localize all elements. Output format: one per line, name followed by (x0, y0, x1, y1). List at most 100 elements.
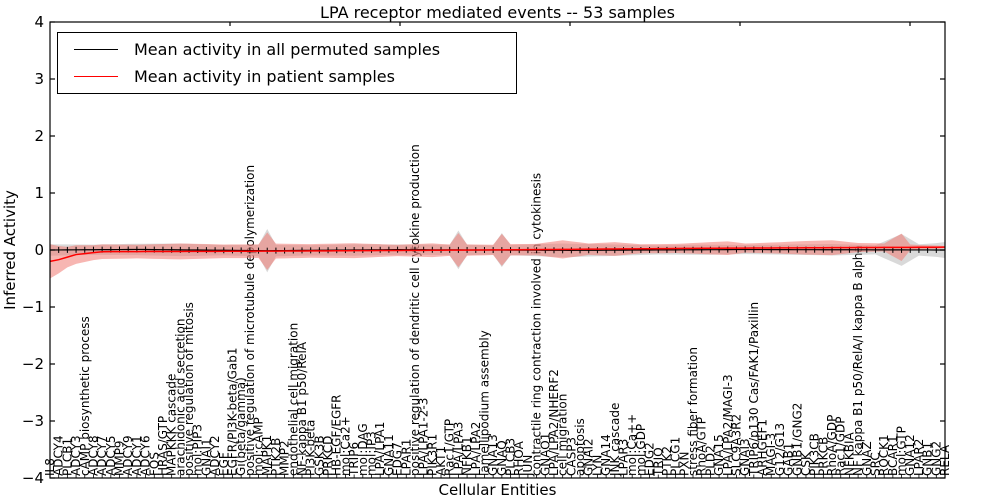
x-tick-label: MMP2 (278, 440, 292, 476)
x-tick-label: GNA11 (382, 434, 396, 476)
x-tick-label: SLC9A3R2 (729, 414, 743, 476)
x-tick-label: GNB1 (921, 442, 935, 476)
x-tick-label: RHOA (512, 440, 526, 476)
legend-line-swatch-red (74, 75, 118, 77)
x-tick-label: ADCY5 (104, 435, 118, 476)
x-tick-label: ADCY9 (121, 435, 135, 476)
x-tick-label: EDG7 (391, 442, 405, 476)
x-tick-label: GNB1/GNG2 (790, 403, 804, 476)
x-tick-label: NF-kappa B1 p50/RelA (295, 341, 309, 476)
x-tick-label: cAMP biosynthetic process (78, 316, 92, 476)
x-tick-label: MAGI-3 (764, 433, 778, 476)
x-tick-label: PTK2B (269, 438, 283, 476)
x-tick-label: positive regulation of mitosis (182, 302, 196, 476)
x-tick-label: EGFR/PI3K-beta/Gab1 (225, 347, 239, 476)
legend-item-permuted: Mean activity in all permuted samples (58, 40, 516, 59)
x-tick-label: LPA/LPA2/NHERF2 (547, 369, 561, 476)
x-tick-label: mol:cAMP (252, 417, 266, 476)
x-tick-label: BCAR1 (886, 435, 900, 476)
x-tick-label: TRIP6/p130 Cas/FAK1/Paxillin (747, 302, 761, 477)
x-tick-label: LPA/LPA1 (373, 422, 387, 476)
x-tick-label: NFKBIA (842, 431, 856, 476)
x-tick-label: RhoA/GDP (825, 415, 839, 476)
x-tick-label: PIK3R1 (425, 434, 439, 476)
x-tick-label: ADCY7 (95, 435, 109, 476)
x-tick-label: LYN (590, 455, 604, 476)
x-tick-label: ADCY6 (139, 435, 153, 476)
x-tick-label: PLCB3 (504, 438, 518, 476)
x-tick-label: ADCY8 (86, 435, 100, 476)
x-tick-label: positive regulation of dendritic cell cy… (408, 144, 422, 476)
legend: Mean activity in all permuted samples Me… (57, 32, 517, 94)
x-tick-label: ROCK1 (877, 434, 891, 476)
x-tick-label: GSK3B (312, 435, 326, 476)
x-tick-label: GNA12 (903, 434, 917, 476)
x-tick-label: mol:DAG (356, 423, 370, 476)
x-tick-label: ADCY2 (208, 435, 222, 476)
x-tick-label: JNK cascade (608, 403, 622, 477)
x-tick-label: HRAS/GTP (156, 416, 170, 476)
x-tick-label: GNAI1 (199, 438, 213, 476)
x-tick-label: stress fiber formation (686, 347, 700, 476)
chart-title: LPA receptor mediated events -- 53 sampl… (320, 3, 675, 22)
x-tick-label: G12/G13 (773, 423, 787, 476)
x-tick-label: ADCY3 (69, 435, 83, 476)
x-tick-label: GNAI2 (582, 438, 596, 476)
legend-label: Mean activity in all permuted samples (134, 40, 441, 60)
x-tick-label: PTK2 (660, 446, 674, 476)
x-tick-label: contractile ring contraction involved in… (530, 173, 544, 476)
x-tick-label: cell migration (556, 394, 570, 476)
x-tick-label: TRIP6 (347, 442, 361, 477)
y-tick-label: 4 (34, 13, 44, 31)
x-tick-label: ADCY4 (52, 435, 66, 476)
x-tick-label: PLD2 (703, 445, 717, 476)
x-tick-label: LPA/LPA1-2-3 (417, 398, 431, 476)
y-tick-label: 1 (34, 184, 44, 202)
x-tick-label: mol:IP3 (365, 431, 379, 476)
x-tick-label: positive regulation of microtubule depol… (243, 165, 257, 476)
x-tick-label: mol:GTP (895, 426, 909, 476)
x-tick-label: PIK3CB (808, 433, 822, 476)
x-tick-label: arachidonic acid secretion (173, 319, 187, 476)
x-tick-label: ADCY1 (130, 435, 144, 476)
y-tick-label: −4 (22, 469, 44, 487)
x-tick-label: NF kappa B1 p50/RelA/I kappa B alpha (851, 245, 865, 476)
x-tick-label: ARHGEF1 (756, 419, 770, 476)
x-tick-label: PLCG1 (669, 437, 683, 476)
x-tick-label: PRKCD (321, 436, 335, 476)
x-tick-label: SRC (868, 452, 882, 476)
x-tick-label: GNA13 (486, 434, 500, 476)
x-tick-label: GNAI3 (738, 438, 752, 476)
x-tick-label: HB-EGF/EGFR (330, 394, 344, 476)
x-tick-label: mol:GDP (634, 424, 648, 476)
x-tick-label: Rac1/GDP (834, 417, 848, 476)
x-tick-label: mol:PIP3 (191, 424, 205, 476)
y-ticks (50, 21, 945, 479)
x-tick-label: CASP3 (564, 437, 578, 476)
x-tick-label: endothelial cell migration (286, 323, 300, 476)
y-tick-label: −1 (22, 298, 44, 316)
x-tick-label: GNAO1 (538, 433, 552, 476)
x-tick-label: Rac1/GTP (443, 419, 457, 476)
x-tick-label: LPAR3 (616, 439, 630, 476)
legend-label: Mean activity in patient samples (134, 66, 395, 86)
x-tick-label: lamellipodium assembly (477, 330, 491, 476)
x-tick-label: EGF (217, 452, 231, 476)
x-tick-label: GNG2 (929, 441, 943, 476)
x-tick-label: CSK (799, 451, 813, 476)
mean-line (49, 246, 946, 263)
x-tick-label: AKT1 (434, 446, 448, 476)
legend-item-patient: Mean activity in patient samples (58, 67, 516, 86)
x-ticks (49, 22, 946, 478)
y-tick-label: −3 (22, 412, 44, 430)
x-tick-label: LPAR2 (912, 439, 926, 476)
x-tick-label: PI3K-beta (304, 420, 318, 476)
x-tick-label: EDG2 (643, 442, 657, 476)
std-band (50, 232, 945, 279)
x-tick-label: LPA/LPA2/MAGI-3 (721, 374, 735, 476)
x-axis-label: Cellular Entities (438, 481, 557, 499)
